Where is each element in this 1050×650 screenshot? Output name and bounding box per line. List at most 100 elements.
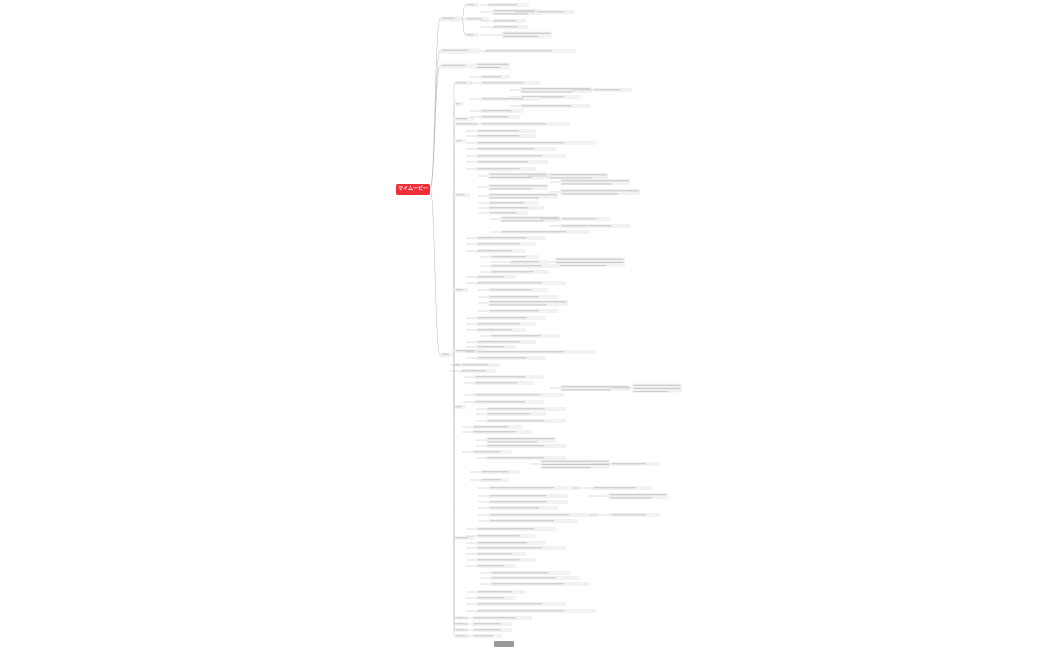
topic-text-placeholder: [633, 384, 681, 386]
topic-text-placeholder: [455, 194, 465, 196]
topic-text-placeholder: [477, 559, 520, 561]
topic-text-placeholder: [441, 49, 469, 51]
topic-text-placeholder: [477, 341, 520, 343]
topic-text-placeholder: [455, 629, 463, 631]
topic-text-placeholder: [501, 231, 566, 233]
topic-text-placeholder: [487, 420, 545, 422]
topic-text-placeholder: [473, 451, 501, 453]
topic-text-placeholder: [491, 265, 541, 267]
topic-text-placeholder: [489, 188, 532, 190]
topic-text-placeholder: [561, 180, 629, 182]
connector-line: [461, 18, 466, 36]
topic-text-placeholder: [487, 438, 555, 440]
topic-text-placeholder: [609, 497, 652, 499]
topic-text-placeholder: [473, 617, 516, 619]
topic-text-placeholder: [455, 623, 463, 625]
topic-text-placeholder: [489, 289, 532, 291]
topic-node-1[interactable]: [440, 48, 480, 54]
topic-text-placeholder: [475, 382, 518, 384]
topic-text-placeholder: [473, 426, 508, 428]
topic-text-placeholder: [521, 105, 571, 107]
topic-text-placeholder: [481, 471, 509, 473]
topic-text-placeholder: [489, 310, 539, 312]
topic-text-placeholder: [493, 20, 516, 22]
topic-text-placeholder: [477, 148, 535, 150]
topic-text-placeholder: [487, 441, 537, 443]
topic-text-placeholder: [477, 161, 529, 163]
topic-text-placeholder: [481, 82, 524, 84]
topic-text-placeholder: [489, 176, 532, 178]
topic-text-placeholder: [485, 50, 552, 52]
topic-text-placeholder: [541, 463, 609, 465]
topic-text-placeholder: [511, 261, 539, 263]
topic-text-placeholder: [501, 217, 559, 219]
topic-text-placeholder: [561, 225, 611, 227]
root-topic-node[interactable]: マイムービー: [396, 184, 430, 195]
topic-text-placeholder: [556, 258, 624, 260]
topic-text-placeholder: [466, 18, 482, 20]
topic-text-placeholder: [455, 617, 463, 619]
topic-text-placeholder: [477, 528, 535, 530]
topic-text-placeholder: [489, 197, 539, 199]
topic-text-placeholder: [593, 487, 636, 489]
topic-text-placeholder: [489, 173, 547, 175]
topic-node-0[interactable]: [440, 16, 462, 22]
topic-text-placeholder: [473, 623, 501, 625]
topic-text-placeholder: [481, 123, 546, 125]
connector-line: [429, 18, 441, 190]
topic-text-placeholder: [477, 346, 505, 348]
topic-text-placeholder: [611, 514, 646, 516]
topic-text-placeholder: [489, 202, 524, 204]
topic-text-placeholder: [475, 376, 525, 378]
topic-text-placeholder: [536, 11, 564, 13]
topic-text-placeholder: [561, 386, 629, 388]
topic-text-placeholder: [481, 76, 501, 78]
topic-text-placeholder: [491, 577, 556, 579]
topic-text-placeholder: [549, 174, 607, 176]
topic-text-placeholder: [473, 635, 493, 637]
topic-text-placeholder: [561, 190, 639, 192]
topic-node-3[interactable]: [440, 352, 454, 358]
topic-text-placeholder: [441, 353, 449, 355]
topic-text-placeholder: [455, 406, 462, 408]
topic-text-placeholder: [455, 123, 471, 125]
topic-text-placeholder: [561, 218, 596, 220]
topic-text-placeholder: [477, 357, 527, 359]
topic-text-placeholder: [473, 431, 516, 433]
topic-node-11[interactable]: [502, 31, 552, 39]
topic-text-placeholder: [489, 487, 554, 489]
topic-text-placeholder: [521, 91, 573, 93]
topic-text-placeholder: [477, 168, 520, 170]
topic-text-placeholder: [441, 64, 466, 66]
topic-text-placeholder: [477, 276, 505, 278]
topic-text-placeholder: [501, 220, 544, 222]
topic-text-placeholder: [489, 501, 547, 503]
topic-node-13[interactable]: [476, 62, 510, 70]
topic-text-placeholder: [481, 110, 512, 112]
topic-text-placeholder: [477, 317, 527, 319]
topic-text-placeholder: [489, 301, 567, 303]
topic-text-placeholder: [556, 261, 624, 263]
topic-text-placeholder: [489, 207, 529, 209]
topic-text-placeholder: [487, 445, 545, 447]
topic-text-placeholder: [477, 282, 542, 284]
topic-text-placeholder: [475, 394, 540, 396]
topic-text-placeholder: [487, 413, 530, 415]
topic-text-placeholder: [489, 194, 557, 196]
topic-text-placeholder: [475, 401, 525, 403]
topic-text-placeholder: [455, 289, 463, 291]
topic-text-placeholder: [521, 88, 591, 90]
topic-node-2[interactable]: [440, 63, 476, 69]
footer-tag: [494, 641, 514, 647]
topic-text-placeholder: [477, 329, 512, 331]
topic-text-placeholder: [491, 335, 541, 337]
topic-text-placeholder: [466, 4, 474, 6]
topic-text-placeholder: [489, 507, 539, 509]
topic-text-placeholder: [593, 89, 621, 91]
topic-text-placeholder: [489, 185, 547, 187]
topic-text-placeholder: [489, 495, 547, 497]
topic-text-placeholder: [561, 183, 611, 185]
topic-text-placeholder: [477, 542, 527, 544]
topic-text-placeholder: [561, 193, 619, 195]
